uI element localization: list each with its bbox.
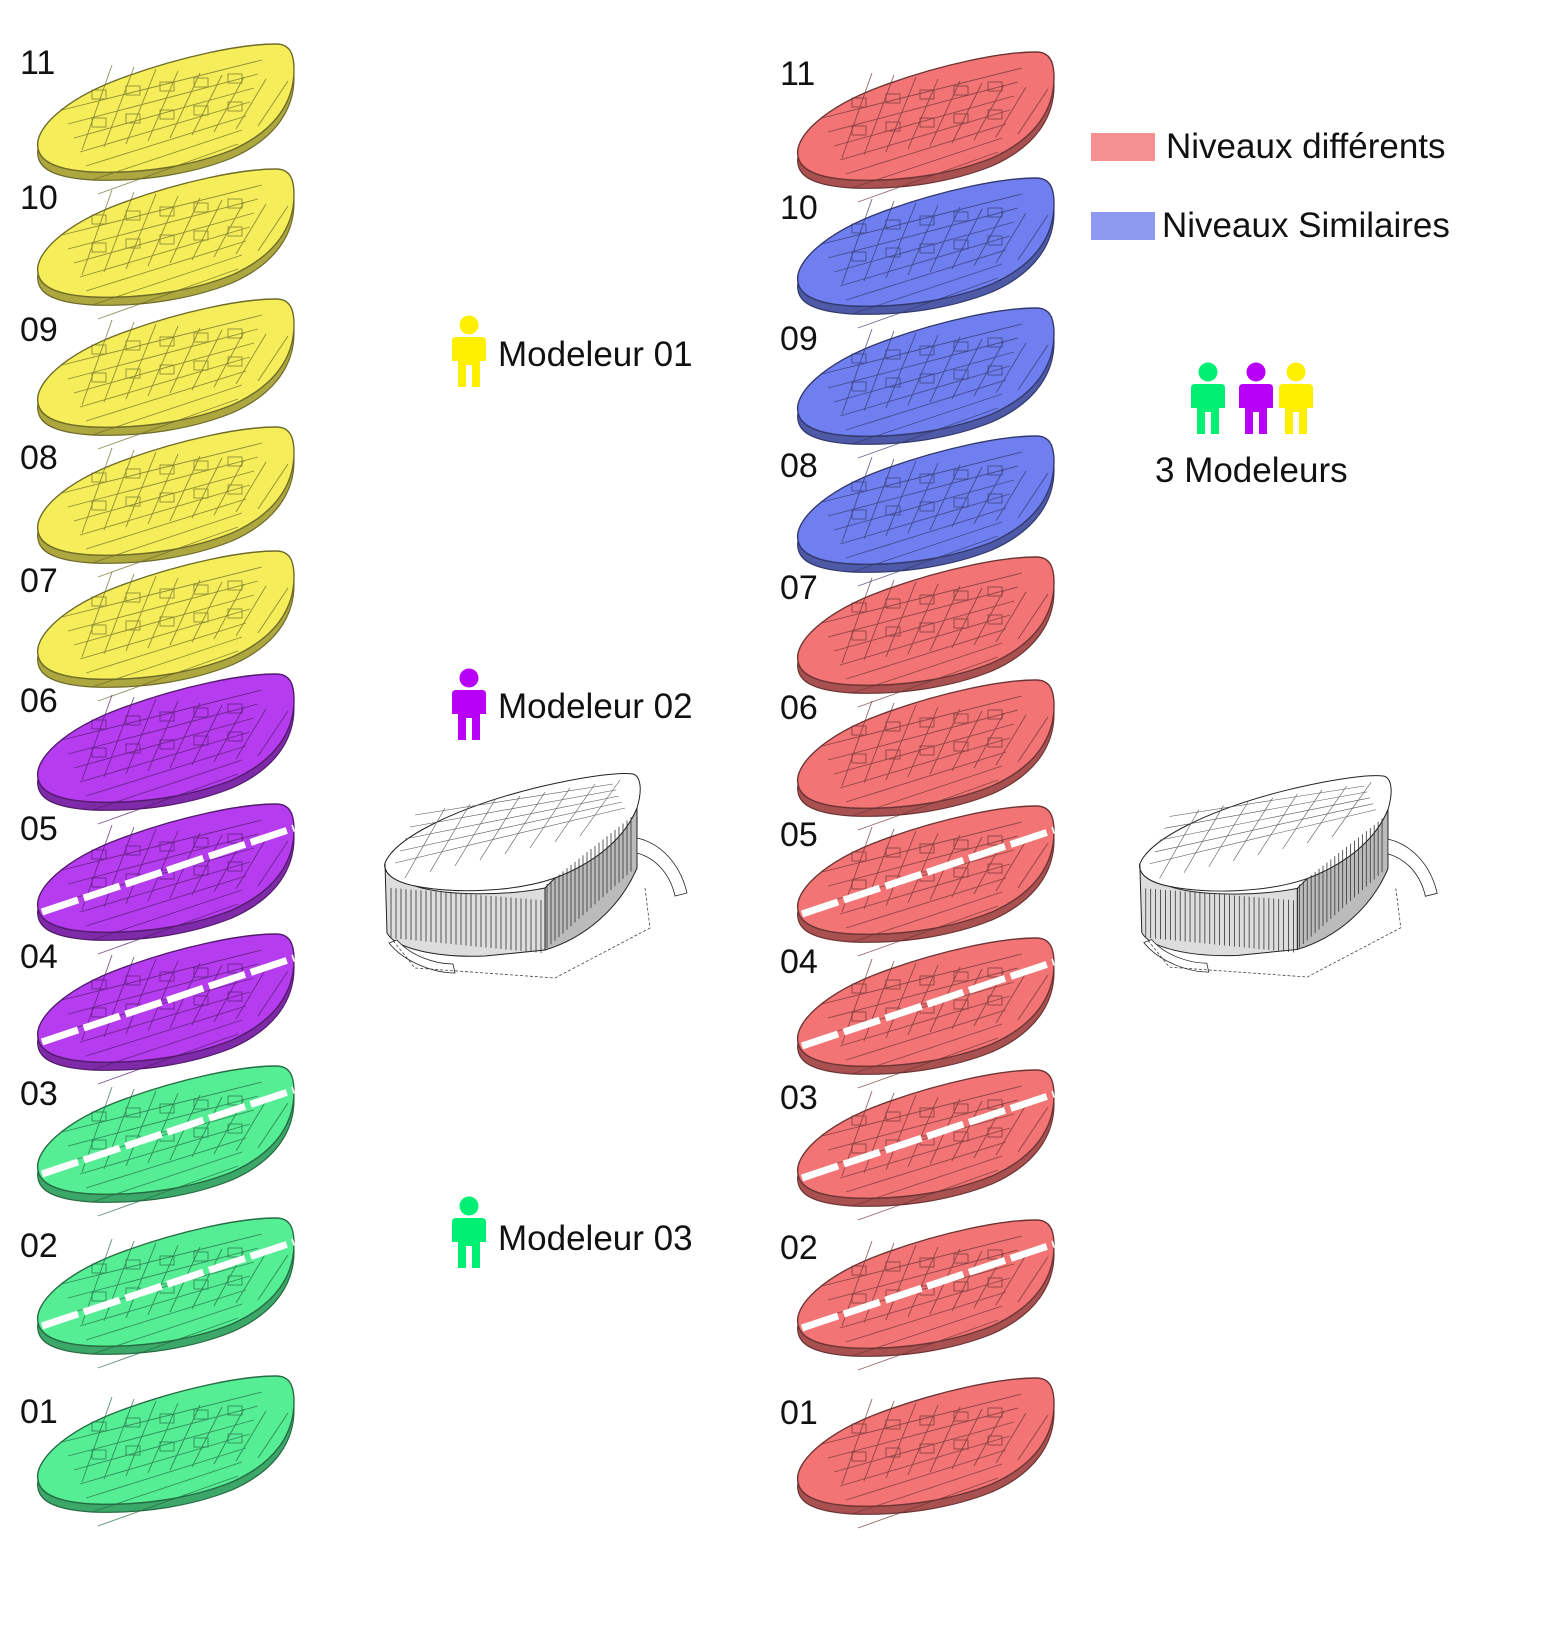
floor-plate-01-right: [796, 1377, 1055, 1529]
person-icon: [452, 315, 486, 387]
floor-plate-08-right: [796, 435, 1055, 587]
floor-label-04: 04: [20, 938, 58, 976]
floor-label-02: 02: [20, 1227, 58, 1265]
floor-label-11-right: 11: [780, 55, 816, 93]
floor-plate-11-right: [796, 51, 1055, 203]
floor-plate-02: [36, 1217, 296, 1369]
person-icon: [452, 1196, 486, 1268]
floor-plate-09: [36, 298, 295, 450]
modeler-02-label: Modeleur 02: [498, 687, 693, 726]
building-3d-view-left: [384, 773, 688, 979]
floor-label-09: 09: [20, 311, 58, 349]
legend-swatch-similar: [1091, 212, 1155, 240]
floor-label-05-right: 05: [780, 816, 818, 854]
floor-plate-06-right: [796, 679, 1055, 831]
floor-label-08: 08: [20, 439, 58, 477]
floor-plate-09-right: [796, 307, 1055, 459]
person-icon: [1279, 362, 1313, 434]
person-icon: [1191, 362, 1225, 434]
floor-plate-10-right: [796, 177, 1055, 329]
floor-label-10: 10: [20, 179, 58, 217]
floor-plate-03: [36, 1065, 296, 1217]
floor-label-02-right: 02: [780, 1229, 818, 1267]
floor-plate-05-right: [796, 805, 1056, 957]
floor-plate-06: [36, 673, 295, 825]
floor-plate-03-right: [796, 1069, 1056, 1221]
floor-plate-08: [36, 426, 295, 578]
floor-plate-07-right: [796, 556, 1055, 708]
floor-plate-07: [36, 550, 295, 702]
floor-plate-04-right: [796, 937, 1056, 1089]
legend-label-similar: Niveaux Similaires: [1162, 206, 1450, 245]
person-icon: [452, 668, 486, 740]
floor-plate-01: [36, 1375, 295, 1527]
floor-label-06: 06: [20, 682, 58, 720]
floor-label-01: 01: [20, 1393, 58, 1431]
modeler-03-label: Modeleur 03: [498, 1219, 693, 1258]
legend-swatch-different: [1091, 133, 1155, 161]
modeler-01-label: Modeleur 01: [498, 335, 693, 374]
floor-plate-05: [36, 803, 296, 955]
legend-label-different: Niveaux différents: [1166, 127, 1446, 166]
floor-plate-11: [36, 43, 295, 195]
team-count-label: 3 Modeleurs: [1155, 451, 1348, 490]
floor-label-10-right: 10: [780, 189, 818, 227]
floor-label-03: 03: [20, 1075, 58, 1113]
floor-label-04-right: 04: [780, 943, 818, 981]
floor-label-01-right: 01: [780, 1394, 818, 1432]
floor-label-07: 07: [20, 562, 58, 600]
floor-plate-02-right: [796, 1219, 1056, 1371]
building-3d-view-right: [1139, 775, 1438, 978]
person-icon: [1239, 362, 1273, 434]
floor-label-09-right: 09: [780, 320, 818, 358]
floor-label-07-right: 07: [780, 569, 818, 607]
floor-label-11: 11: [20, 44, 56, 82]
floor-label-08-right: 08: [780, 447, 818, 485]
floor-plate-04: [36, 933, 296, 1085]
floor-plate-10: [36, 168, 295, 320]
floor-label-06-right: 06: [780, 689, 818, 727]
floor-label-05: 05: [20, 810, 58, 848]
floor-label-03-right: 03: [780, 1079, 818, 1117]
